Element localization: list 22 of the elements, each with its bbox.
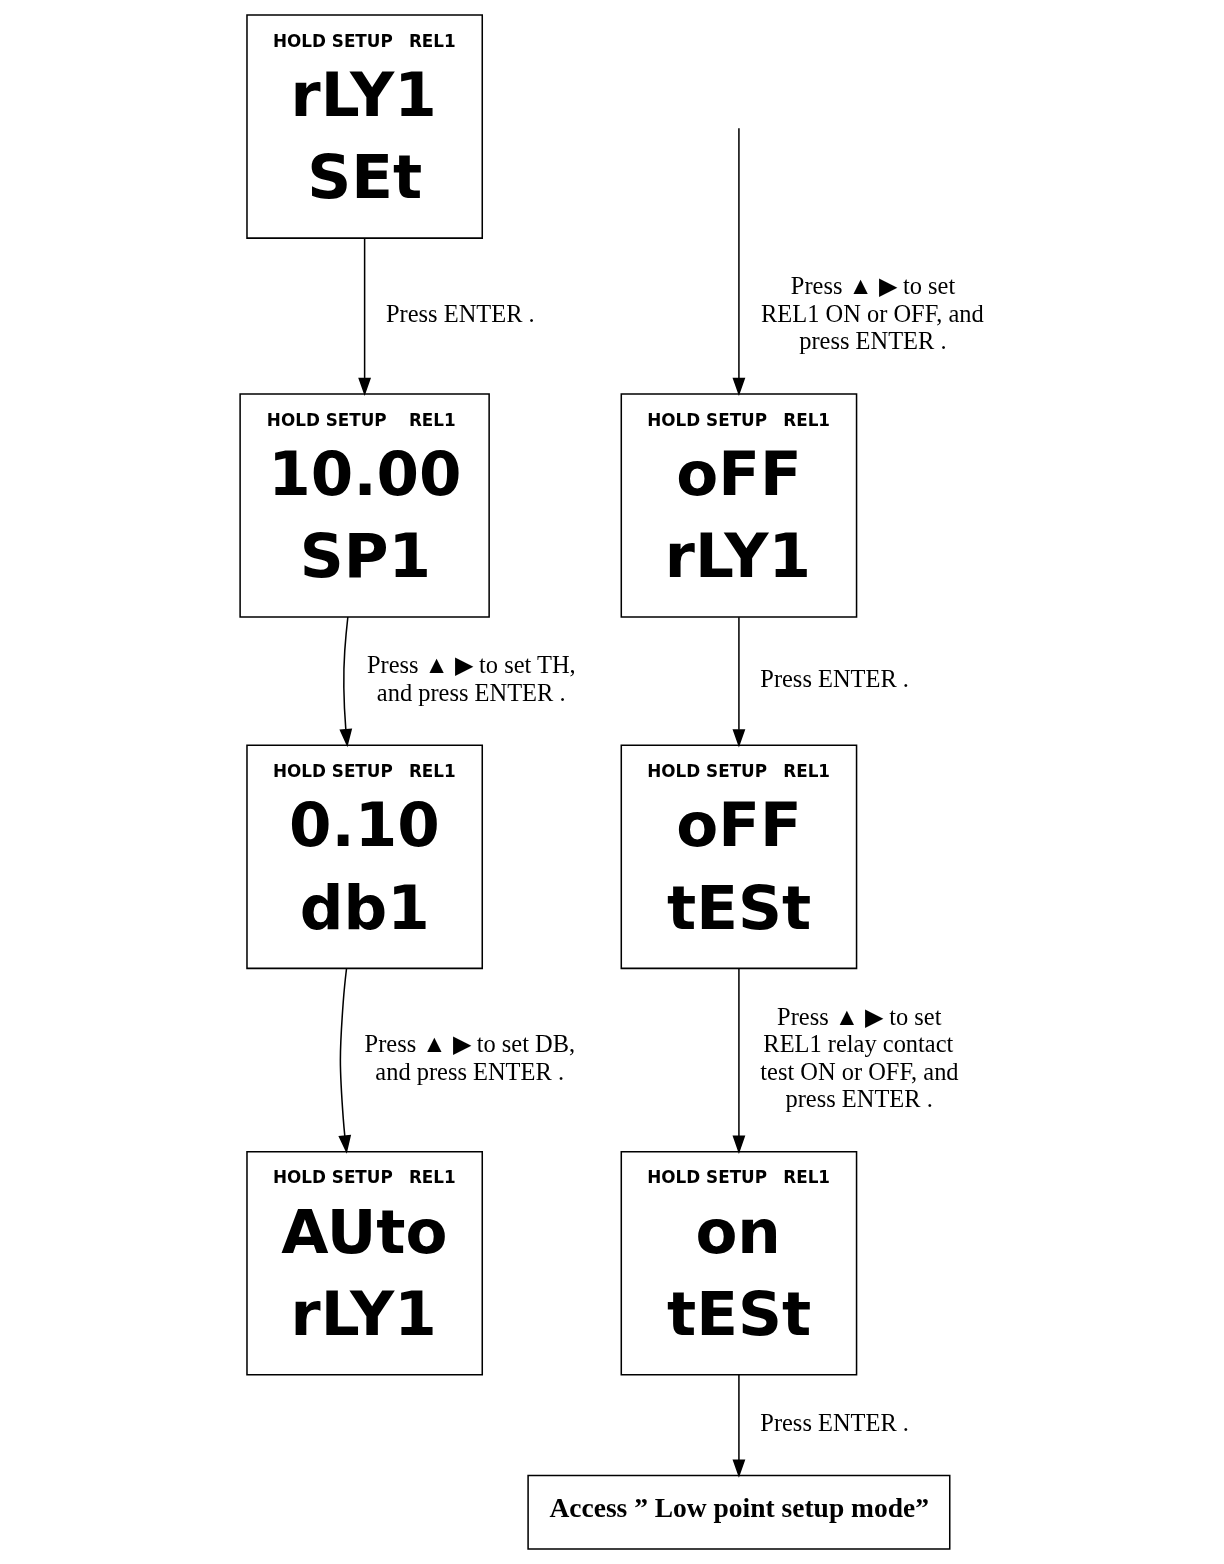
- arrow: [732, 127, 745, 396]
- node-box: HOLD SETUP REL1 rLY1 SEt: [245, 14, 483, 239]
- node-box: HOLD SETUP REL1 on tESt: [620, 1150, 857, 1376]
- arrow: [732, 1374, 745, 1478]
- edge-label: Press ▲ ▶ to set REL1 ON or OFF, and press ENTER .: [760, 272, 984, 355]
- arrow: [338, 616, 352, 748]
- arrow: [732, 616, 745, 748]
- node-box: Access ” Low point setup mode”: [526, 1474, 950, 1550]
- edge-label: Press ENTER .: [759, 664, 909, 692]
- arrow: [337, 968, 351, 1154]
- node-box: HOLD SETUP REL1 10.00 SP1: [238, 393, 490, 618]
- edge-label: Press ENTER .: [385, 299, 535, 327]
- edge-label: Press ENTER .: [759, 1408, 909, 1436]
- arrow: [732, 967, 745, 1154]
- edge-label: Press ▲ ▶ to set REL1 relay contact test ON or OFF, and press ENTER .: [759, 1002, 959, 1113]
- edge-label: Press ▲ ▶ to set TH, and press ENTER .: [366, 651, 576, 706]
- arrow: [357, 237, 371, 397]
- node-box: HOLD SETUP REL1 oFF rLY1: [620, 393, 857, 618]
- node-box: HOLD SETUP REL1 oFF tESt: [620, 744, 857, 970]
- node-box: HOLD SETUP REL1 0.10 db1: [245, 744, 483, 970]
- edge-label: Press ▲ ▶ to set DB, and press ENTER .: [364, 1030, 575, 1085]
- node-box: HOLD SETUP REL1 AUto rLY1: [245, 1150, 483, 1376]
